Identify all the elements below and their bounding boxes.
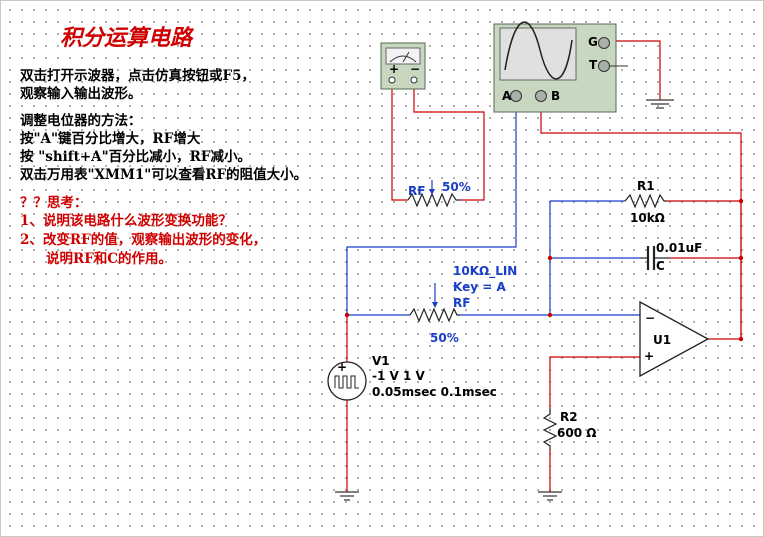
- scope-channel-a: A: [502, 89, 512, 103]
- r1-resistor[interactable]: [624, 193, 667, 209]
- voltage-source-v1[interactable]: +: [327, 360, 367, 401]
- r1-value: 10kΩ: [630, 211, 665, 225]
- rf-pot-value: 50%: [430, 331, 459, 345]
- scope-channel-b: B: [551, 89, 560, 103]
- v1-timing: 0.05msec 0.1msec: [372, 385, 497, 399]
- rf-pot-name: RF: [453, 296, 470, 310]
- svg-text:+: +: [337, 360, 347, 374]
- question-header: ？？思考：: [20, 195, 88, 211]
- opamp-minus-label: −: [645, 311, 655, 325]
- adjust-line-3: 双击万用表"XMM1"可以查看RF的阻值大小。: [20, 167, 308, 183]
- r2-name: R2: [560, 410, 578, 424]
- question-2: 2、改变RF的值，观察输出波形的变化，: [20, 232, 267, 248]
- oscilloscope[interactable]: [493, 21, 617, 113]
- multimeter[interactable]: [380, 42, 426, 90]
- waveform-icon: [504, 21, 573, 80]
- multimeter-minus-label: −: [410, 62, 420, 76]
- red-wires: [346, 40, 742, 492]
- ground-icon-r2: [538, 491, 562, 501]
- question-1: 1、说明该电路什么波形变换功能？: [20, 213, 232, 229]
- ground-icon-v1: [335, 491, 359, 501]
- r2-resistor[interactable]: [542, 408, 558, 450]
- adjust-line-1: 按"A"键百分比增大，RF增大: [20, 131, 201, 147]
- rf-top-name: RF: [408, 184, 425, 198]
- page-title: 积分运算电路: [60, 25, 193, 51]
- scope-ground-label: G: [588, 35, 598, 49]
- instruction-line-1: 双击打开示波器，点击仿真按钮或F5，: [20, 68, 255, 84]
- adjust-line-2: 按 "shift+A"百分比减小，RF减小。: [20, 149, 251, 165]
- multimeter-plus-label: +: [389, 62, 399, 76]
- rf-potentiometer[interactable]: [409, 307, 460, 323]
- capacitor-name: C: [656, 259, 665, 273]
- opamp-name: U1: [653, 333, 671, 347]
- capacitor-c[interactable]: [640, 246, 669, 270]
- opamp-u1[interactable]: [639, 300, 710, 378]
- rf-top-potentiometer[interactable]: [407, 180, 460, 208]
- capacitor-value: 0.01uF: [656, 241, 702, 255]
- v1-name: V1: [372, 354, 390, 368]
- r1-name: R1: [637, 179, 655, 193]
- rf-pot-spec: 10KΩ_LIN: [453, 264, 517, 279]
- scope-ground-icon: [646, 99, 674, 109]
- rf-pot-key: Key = A: [453, 280, 506, 294]
- question-2b: 说明RF和C的作用。: [46, 251, 173, 267]
- adjust-title: 调整电位器的方法：: [20, 113, 142, 129]
- r2-value: 600 Ω: [557, 426, 596, 440]
- v1-amplitude: -1 V 1 V: [372, 369, 426, 383]
- instruction-line-2: 观察输入输出波形。: [20, 86, 142, 102]
- rf-top-value: 50%: [442, 180, 471, 194]
- opamp-plus-label: +: [644, 349, 654, 363]
- junction-dots: [344, 198, 744, 342]
- scope-trigger-label: T: [589, 58, 598, 72]
